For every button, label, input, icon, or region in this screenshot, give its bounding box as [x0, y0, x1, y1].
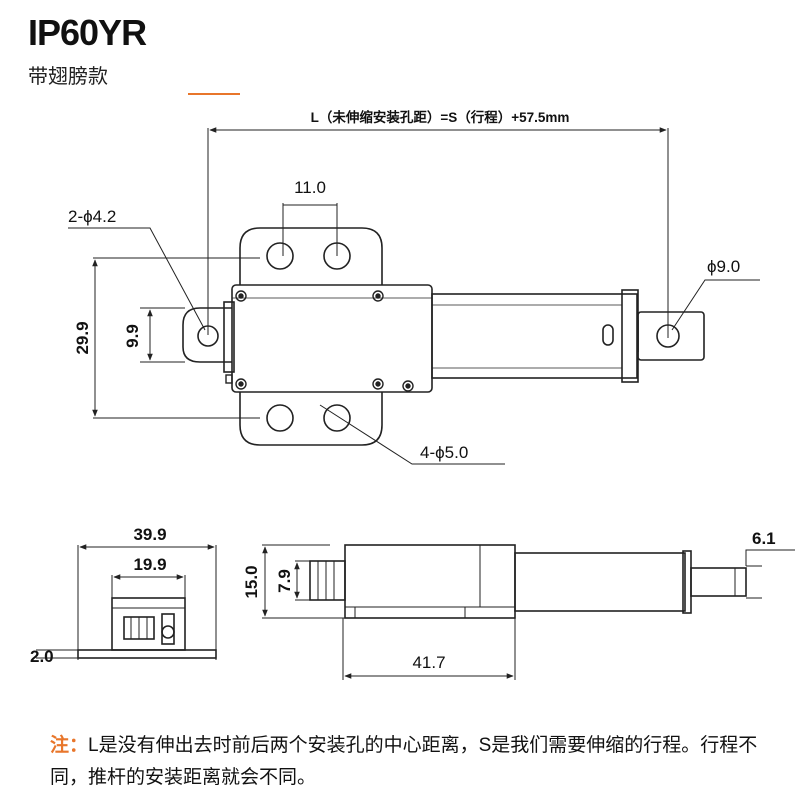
rod-hole-leader: [671, 279, 760, 331]
page-title: IP60YR: [28, 12, 147, 53]
motor-body: [231, 284, 433, 393]
end-view-flange: [77, 649, 217, 659]
hole-spacing-label: 11.0: [294, 178, 326, 197]
wing-hole-4: [323, 404, 351, 432]
outer-tube: [431, 293, 638, 379]
length-formula-label: L（未伸缩安装孔距）=S（行程）+57.5mm: [311, 109, 570, 125]
base-length-label: 41.7: [412, 653, 445, 672]
tube-collar: [621, 289, 639, 383]
end-view: [36, 544, 217, 660]
wing-hole-3: [266, 404, 294, 432]
side-view: [262, 544, 795, 680]
outer-width-label: 39.9: [133, 525, 166, 544]
flange-thickness-label: 2.0: [30, 647, 54, 666]
wing-holes-label: 4-ϕ5.0: [420, 443, 468, 462]
mounting-plate: [239, 227, 383, 446]
end-width-label: 9.9: [123, 324, 142, 348]
rod-end-hole: [656, 324, 680, 348]
footnote: 注：L是没有伸出去时前后两个安装孔的中心距离，S是我们需要伸缩的行程。行程不同，…: [50, 730, 770, 794]
accent-divider: [188, 93, 240, 95]
side-end-height-label: 7.9: [275, 569, 294, 593]
left-ear-hole: [197, 325, 219, 347]
wing-hole-1: [266, 242, 294, 270]
footnote-label: 注：: [50, 735, 89, 756]
end-hole-leader: [68, 227, 206, 331]
top-view: [68, 127, 760, 465]
tube-slot: [602, 324, 614, 346]
rod-end-hole-label: ϕ9.0: [707, 257, 740, 276]
total-width-label: 29.9: [73, 321, 92, 354]
side-rod-end: [690, 567, 747, 597]
screws: [225, 290, 414, 392]
end-view-boss: [161, 625, 175, 639]
wing-hole-leader: [319, 404, 505, 465]
end-hole-label: 2-ϕ4.2: [68, 207, 116, 226]
side-height-label: 15.0: [242, 565, 261, 598]
rod-end: [637, 311, 705, 361]
rod-end-label: 6.1: [752, 529, 776, 548]
page-subtitle: 带翅膀款: [28, 66, 108, 88]
motor-body-inner: [223, 301, 235, 373]
footnote-text: L是没有伸出去时前后两个安装孔的中心距离，S是我们需要伸缩的行程。行程不同，推杆…: [50, 735, 758, 788]
inner-width-label: 19.9: [133, 555, 166, 574]
side-rear-clevis: [309, 560, 346, 601]
side-tube: [514, 552, 686, 612]
